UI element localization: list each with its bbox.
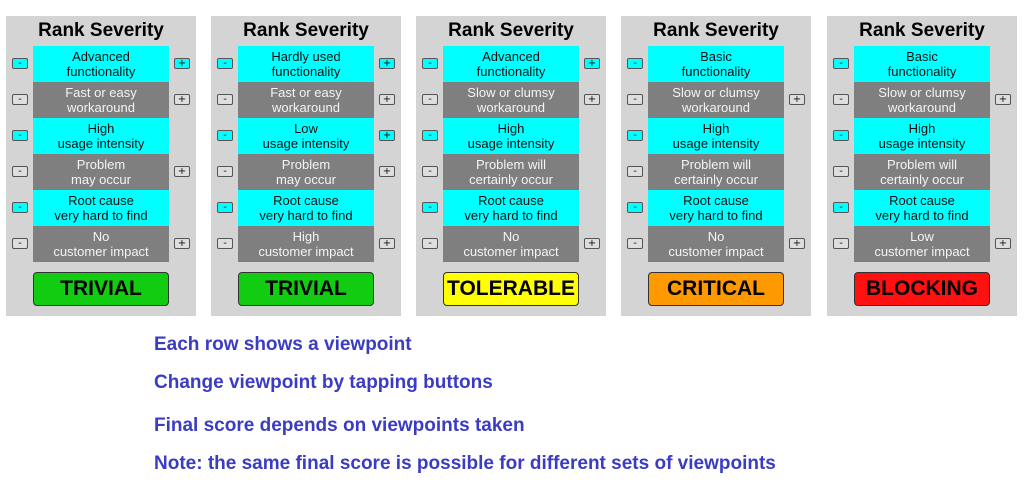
row-functionality: Basic functionality <box>854 46 990 82</box>
panel-title: Rank Severity <box>38 20 164 41</box>
row-customer-impact: No customer impact <box>33 226 169 262</box>
severity-panel-2: Rank Severity Hardly used functionality … <box>211 16 401 316</box>
row-2-plus-button[interactable]: + <box>789 94 805 105</box>
row-functionality: Advanced functionality <box>33 46 169 82</box>
row-5-minus-button[interactable]: - <box>833 202 849 213</box>
row-occurrence: Problem may occur <box>33 154 169 190</box>
row-occurrence: Problem will certainly occur <box>648 154 784 190</box>
row-6-plus-button[interactable]: + <box>995 238 1011 249</box>
row-root-cause: Root cause very hard to find <box>33 190 169 226</box>
row-usage-intensity: High usage intensity <box>443 118 579 154</box>
row-6-minus-button[interactable]: - <box>12 238 28 249</box>
severity-score-badge: BLOCKING <box>854 272 990 306</box>
row-3-minus-button[interactable]: - <box>627 130 643 141</box>
note-final-score: Final score depends on viewpoints taken <box>154 415 525 436</box>
row-functionality: Hardly used functionality <box>238 46 374 82</box>
severity-panel-1: Rank Severity Advanced functionality Fas… <box>6 16 196 316</box>
row-customer-impact: High customer impact <box>238 226 374 262</box>
row-root-cause: Root cause very hard to find <box>443 190 579 226</box>
row-2-plus-button[interactable]: + <box>584 94 600 105</box>
row-6-plus-button[interactable]: + <box>789 238 805 249</box>
row-6-plus-button[interactable]: + <box>584 238 600 249</box>
row-customer-impact: No customer impact <box>648 226 784 262</box>
row-2-minus-button[interactable]: - <box>217 94 233 105</box>
row-usage-intensity: High usage intensity <box>33 118 169 154</box>
row-occurrence: Problem will certainly occur <box>854 154 990 190</box>
row-6-plus-button[interactable]: + <box>379 238 395 249</box>
row-functionality: Advanced functionality <box>443 46 579 82</box>
row-1-minus-button[interactable]: - <box>217 58 233 69</box>
note-each-row: Each row shows a viewpoint <box>154 334 412 355</box>
row-workaround: Slow or clumsy workaround <box>648 82 784 118</box>
panel-title: Rank Severity <box>448 20 574 41</box>
row-root-cause: Root cause very hard to find <box>648 190 784 226</box>
severity-panel-5: Rank Severity Basic functionality Slow o… <box>827 16 1017 316</box>
row-3-minus-button[interactable]: - <box>422 130 438 141</box>
row-2-plus-button[interactable]: + <box>995 94 1011 105</box>
row-usage-intensity: High usage intensity <box>648 118 784 154</box>
row-1-minus-button[interactable]: - <box>422 58 438 69</box>
row-usage-intensity: Low usage intensity <box>238 118 374 154</box>
row-4-plus-button[interactable]: + <box>174 166 190 177</box>
severity-score-badge: TRIVIAL <box>238 272 374 306</box>
row-1-minus-button[interactable]: - <box>627 58 643 69</box>
severity-score-badge: CRITICAL <box>648 272 784 306</box>
row-5-minus-button[interactable]: - <box>12 202 28 213</box>
row-2-minus-button[interactable]: - <box>627 94 643 105</box>
severity-panel-3: Rank Severity Advanced functionality Slo… <box>416 16 606 316</box>
row-workaround: Fast or easy workaround <box>33 82 169 118</box>
row-4-minus-button[interactable]: - <box>422 166 438 177</box>
row-customer-impact: No customer impact <box>443 226 579 262</box>
row-4-plus-button[interactable]: + <box>379 166 395 177</box>
row-5-minus-button[interactable]: - <box>627 202 643 213</box>
row-2-minus-button[interactable]: - <box>422 94 438 105</box>
row-6-minus-button[interactable]: - <box>627 238 643 249</box>
note-change-viewpoint: Change viewpoint by tapping buttons <box>154 372 493 393</box>
row-1-plus-button[interactable]: + <box>379 58 395 69</box>
row-6-plus-button[interactable]: + <box>174 238 190 249</box>
row-root-cause: Root cause very hard to find <box>238 190 374 226</box>
row-4-minus-button[interactable]: - <box>12 166 28 177</box>
note-same-score: Note: the same final score is possible f… <box>154 453 776 474</box>
severity-score-badge: TRIVIAL <box>33 272 169 306</box>
row-5-minus-button[interactable]: - <box>422 202 438 213</box>
row-1-plus-button[interactable]: + <box>174 58 190 69</box>
severity-score-badge: TOLERABLE <box>443 272 579 306</box>
row-4-minus-button[interactable]: - <box>217 166 233 177</box>
row-3-minus-button[interactable]: - <box>833 130 849 141</box>
row-1-plus-button[interactable]: + <box>584 58 600 69</box>
row-2-minus-button[interactable]: - <box>833 94 849 105</box>
row-6-minus-button[interactable]: - <box>422 238 438 249</box>
row-functionality: Basic functionality <box>648 46 784 82</box>
row-4-minus-button[interactable]: - <box>627 166 643 177</box>
panel-title: Rank Severity <box>859 20 985 41</box>
row-occurrence: Problem will certainly occur <box>443 154 579 190</box>
severity-panel-4: Rank Severity Basic functionality Slow o… <box>621 16 811 316</box>
row-root-cause: Root cause very hard to find <box>854 190 990 226</box>
row-3-minus-button[interactable]: - <box>12 130 28 141</box>
row-4-minus-button[interactable]: - <box>833 166 849 177</box>
row-1-minus-button[interactable]: - <box>12 58 28 69</box>
row-5-minus-button[interactable]: - <box>217 202 233 213</box>
row-workaround: Fast or easy workaround <box>238 82 374 118</box>
row-3-minus-button[interactable]: - <box>217 130 233 141</box>
panel-title: Rank Severity <box>243 20 369 41</box>
row-occurrence: Problem may occur <box>238 154 374 190</box>
row-2-minus-button[interactable]: - <box>12 94 28 105</box>
row-2-plus-button[interactable]: + <box>174 94 190 105</box>
row-workaround: Slow or clumsy workaround <box>854 82 990 118</box>
row-2-plus-button[interactable]: + <box>379 94 395 105</box>
row-customer-impact: Low customer impact <box>854 226 990 262</box>
row-usage-intensity: High usage intensity <box>854 118 990 154</box>
panel-title: Rank Severity <box>653 20 779 41</box>
row-6-minus-button[interactable]: - <box>833 238 849 249</box>
row-1-minus-button[interactable]: - <box>833 58 849 69</box>
row-3-plus-button[interactable]: + <box>379 130 395 141</box>
row-6-minus-button[interactable]: - <box>217 238 233 249</box>
row-workaround: Slow or clumsy workaround <box>443 82 579 118</box>
